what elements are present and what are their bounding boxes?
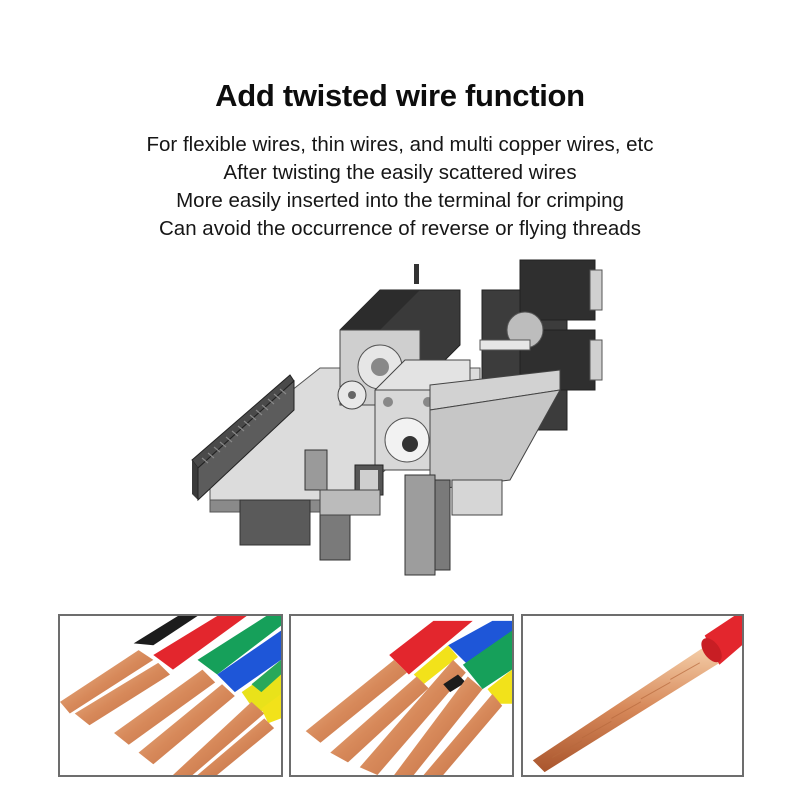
gear-rack — [191, 374, 295, 502]
wire-photo-image — [60, 616, 281, 775]
twisting-module-illustration — [180, 250, 620, 580]
page-title: Add twisted wire function — [215, 78, 585, 113]
photo-multicolor-wires-2 — [289, 614, 514, 777]
wire-photo-image — [305, 620, 512, 775]
wire-photo-image — [532, 616, 742, 773]
description-line-4: Can avoid the occurrence of reverse or f… — [158, 217, 641, 240]
description-line-2: After twisting the easily scattered wire… — [223, 161, 577, 184]
description-block: For flexible wires, thin wires, and mult… — [0, 131, 800, 243]
description-line-1: For flexible wires, thin wires, and mult… — [146, 133, 654, 156]
photo-single-twisted-wire — [521, 614, 744, 777]
machine-render-image — [191, 259, 603, 576]
description-line-3: More easily inserted into the terminal f… — [176, 189, 624, 212]
photo-multicolor-wires-1 — [58, 614, 283, 777]
